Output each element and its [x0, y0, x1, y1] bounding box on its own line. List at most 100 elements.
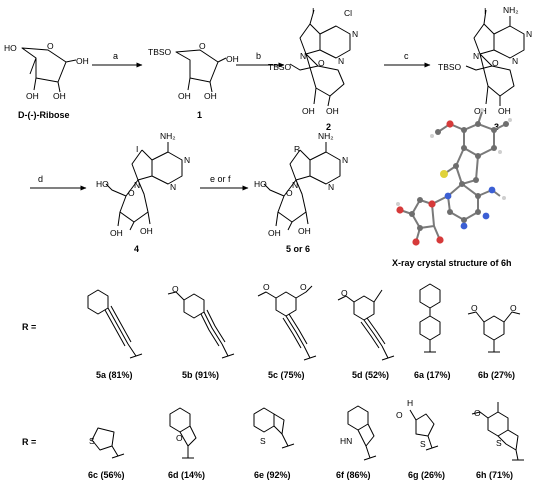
atom-hn: HN — [340, 436, 352, 446]
atom-oh: OH — [140, 226, 153, 236]
atom-cl: Cl — [344, 8, 352, 18]
atom-oh: OH — [298, 226, 311, 236]
atom-tbso: TBSO — [268, 62, 292, 72]
atom-oh: OH — [26, 91, 39, 101]
label-5b: 5b (91%) — [182, 370, 219, 380]
substituent-6a — [419, 283, 441, 353]
atom-n: N — [338, 56, 344, 66]
label-5d: 5d (52%) — [352, 370, 389, 380]
atom-n: N — [184, 155, 190, 165]
atom-ho: HO — [254, 179, 267, 189]
substituent-6e: S — [253, 407, 295, 449]
atom-nh2: NH₂ — [318, 131, 334, 141]
compound-3-label: 3 — [494, 122, 499, 132]
atom-h: H — [407, 398, 413, 408]
atom-oh: OH — [226, 54, 239, 64]
atom-n: N — [328, 182, 334, 192]
substituent-5c: O O — [257, 282, 317, 361]
atom-o: O — [341, 288, 348, 298]
label-6e: 6e (92%) — [254, 470, 291, 480]
r-equals-label: R = — [22, 322, 36, 332]
atom-n: N — [292, 180, 298, 190]
label-6a: 6a (17%) — [414, 370, 451, 380]
label-6f: 6f (86%) — [336, 470, 371, 480]
substituent-6d: O — [169, 407, 197, 459]
reagent-a: a — [113, 51, 118, 61]
xray-caption: X-ray crystal structure of 6h — [392, 258, 512, 268]
atom-s: S — [89, 436, 95, 446]
atom-oh: OH — [110, 228, 123, 238]
atom-o: O — [318, 58, 325, 68]
atom-n: N — [352, 29, 358, 39]
label-6g: 6g (26%) — [408, 470, 445, 480]
compound-2-label: 2 — [326, 122, 331, 132]
substituent-5d: O — [337, 288, 395, 361]
atom-oh: OH — [498, 106, 511, 116]
atom-i: I — [136, 144, 138, 154]
atom-oh: OH — [326, 106, 339, 116]
atom-n: N — [134, 180, 140, 190]
atom-ho: HO — [4, 43, 17, 53]
atom-nh2: NH₂ — [160, 131, 176, 141]
atom-oh: OH — [268, 228, 281, 238]
substituent-6c: S — [89, 427, 125, 459]
substituent-6b: O O — [467, 303, 521, 353]
substituent-6f: HN — [340, 405, 377, 461]
atom-oh: OH — [53, 91, 66, 101]
compound-1-structure: TBSO O OH OH OH — [148, 41, 239, 101]
atom-n: N — [300, 51, 306, 61]
atom-nh2: NH₂ — [503, 5, 519, 15]
label-6h: 6h (71%) — [476, 470, 513, 480]
compound-5-or-6-label: 5 or 6 — [286, 244, 310, 254]
label-5c: 5c (75%) — [268, 370, 305, 380]
atom-oh: OH — [76, 56, 89, 66]
substituent-5b: O — [167, 284, 235, 359]
atom-r: R — [294, 144, 300, 154]
atom-o: O — [286, 188, 293, 198]
atom-o: O — [471, 303, 478, 313]
label-6c: 6c (56%) — [88, 470, 125, 480]
reagent-d: d — [38, 174, 43, 184]
compound-ribose-label: D-(-)-Ribose — [18, 110, 70, 120]
atom-oh: OH — [302, 106, 315, 116]
atom-i: I — [312, 6, 314, 16]
atom-i: I — [484, 6, 486, 16]
atom-o: O — [474, 408, 481, 418]
atom-s: S — [420, 439, 426, 449]
atom-o: O — [172, 284, 179, 294]
compound-2-structure: TBSO I Cl N N N O OH OH — [268, 6, 358, 116]
atom-tbso: TBSO — [438, 62, 462, 72]
atom-o: O — [176, 433, 183, 443]
atom-o: O — [396, 410, 403, 420]
compound-3-structure: TBSO I NH₂ N N N O OH OH — [438, 5, 532, 116]
ribose-structure: HO O OH OH OH — [4, 41, 89, 101]
atom-s: S — [260, 436, 266, 446]
atom-n: N — [170, 182, 176, 192]
atom-o: O — [300, 282, 307, 292]
atom-o: O — [492, 58, 499, 68]
compound-4-structure: I NH₂ N N N O HO OH OH — [96, 131, 190, 238]
compound-5-or-6-structure: R NH₂ N N N O HO OH OH — [254, 131, 348, 238]
atom-o: O — [128, 188, 135, 198]
compound-4-label: 4 — [134, 244, 139, 254]
reagent-c: c — [404, 51, 409, 61]
atom-n: N — [512, 56, 518, 66]
atom-tbso: TBSO — [148, 47, 172, 57]
atom-oh: OH — [178, 91, 191, 101]
substituent-6g: H O S — [396, 398, 439, 451]
atom-o: O — [263, 282, 270, 292]
label-5a: 5a (81%) — [96, 370, 133, 380]
atom-oh: OH — [204, 91, 217, 101]
substituent-6h: O S — [471, 402, 524, 461]
atom-o: O — [510, 303, 517, 313]
atom-n: N — [473, 51, 479, 61]
reagent-b: b — [256, 51, 261, 61]
label-6d: 6d (14%) — [168, 470, 205, 480]
atom-ho: HO — [96, 179, 109, 189]
r-equals-label: R = — [22, 437, 36, 447]
substituent-5a — [87, 289, 143, 359]
atom-o: O — [199, 41, 206, 51]
atom-n: N — [342, 155, 348, 165]
atom-s: S — [496, 438, 502, 448]
